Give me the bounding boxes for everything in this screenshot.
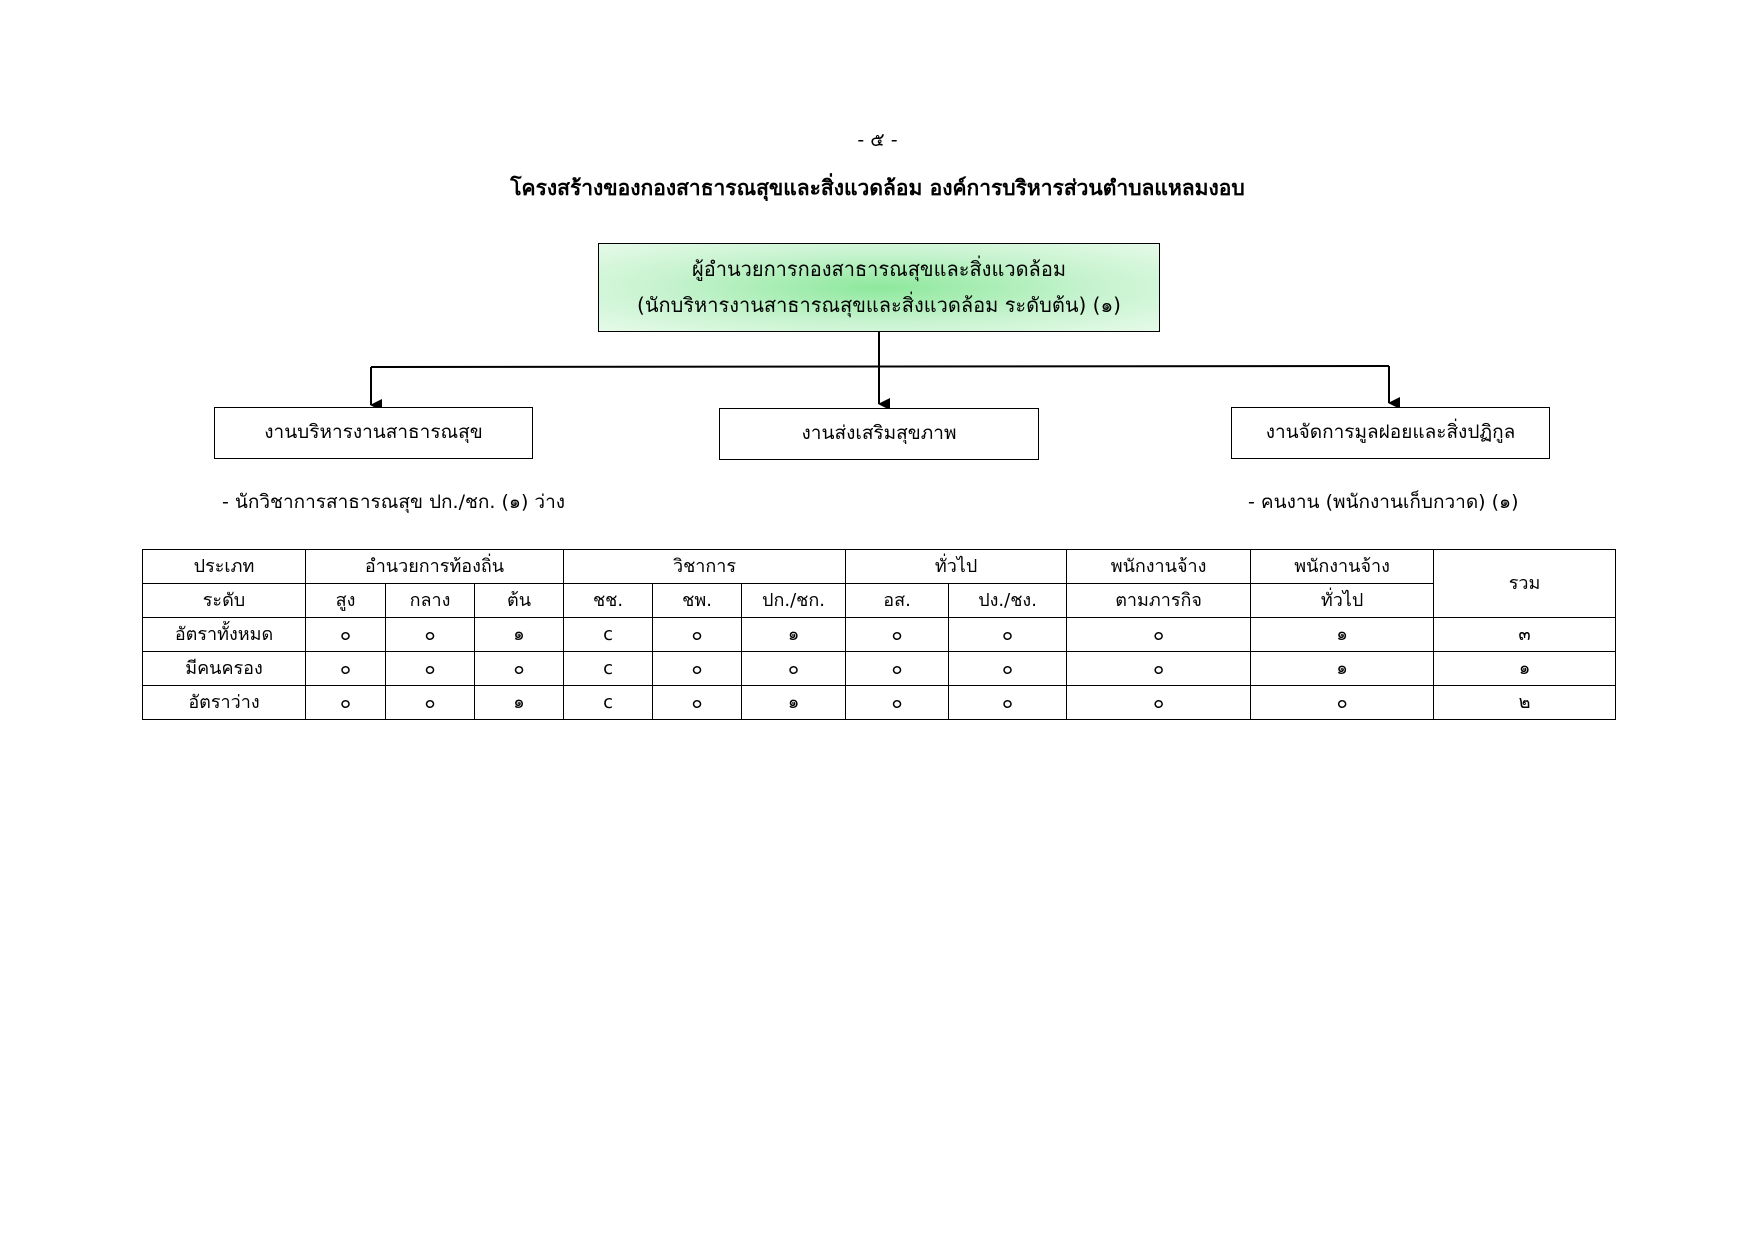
table-cell: ๐: [741, 651, 847, 686]
table-cell: ๑: [1250, 651, 1435, 686]
table-cell: ๐: [652, 685, 743, 720]
director-box: ผู้อำนวยการกองสาธารณสุขและสิ่งแวดล้อม (น…: [598, 243, 1160, 332]
table-cell: ๐: [1066, 685, 1252, 720]
table-cell: ๐: [845, 651, 950, 686]
group-local-director: อำนวยการท้องถิ่น: [304, 549, 565, 584]
group-general-employee: พนักงานจ้าง: [1250, 549, 1435, 584]
table-cell: ๐: [948, 651, 1068, 686]
level-initial: ต้น: [473, 583, 565, 618]
table-cell: ๒: [1433, 685, 1617, 720]
group-academic: วิชาการ: [563, 549, 847, 584]
level-pg-chg: ปง./ชง.: [948, 583, 1068, 618]
page-number: - ๕ -: [857, 129, 898, 151]
table-cell: ๐: [652, 617, 743, 652]
table-cell: ๑: [473, 617, 565, 652]
unit-health-promotion: งานส่งเสริมสุขภาพ: [719, 408, 1039, 460]
group-total: รวม: [1433, 549, 1617, 618]
table-cell: ๐: [385, 651, 475, 686]
table-row: มีคนครอง ๐ ๐ ๐ c ๐ ๐ ๐ ๐ ๐ ๑ ๑: [142, 651, 1617, 686]
table-cell: ๐: [1250, 685, 1435, 720]
director-title: ผู้อำนวยการกองสาธารณสุขและสิ่งแวดล้อม: [691, 257, 1067, 281]
director-position: (นักบริหารงานสาธารณสุขและสิ่งแวดล้อม ระด…: [637, 293, 1121, 317]
table-cell: ๓: [1433, 617, 1617, 652]
table-cell: c: [563, 651, 654, 686]
level-chp: ชพ.: [652, 583, 743, 618]
group-general: ทั่วไป: [845, 549, 1068, 584]
unit-waste-management: งานจัดการมูลฝอยและสิ่งปฏิกูล: [1231, 407, 1550, 459]
table-cell: ๐: [652, 651, 743, 686]
table-cell: ๐: [845, 685, 950, 720]
table-cell: ๑: [1433, 651, 1617, 686]
unit-public-health-admin: งานบริหารงานสาธารณสุข: [214, 407, 533, 459]
table-cell: ๐: [948, 617, 1068, 652]
staffing-table: ประเภท อำนวยการท้องถิ่น วิชาการ ทั่วไป พ…: [142, 549, 1617, 720]
table-row: อัตราว่าง ๐ ๐ ๑ c ๐ ๑ ๐ ๐ ๐ ๐ ๒: [142, 685, 1617, 720]
type-label: ประเภท: [142, 549, 306, 584]
table-level-row: ระดับ สูง กลาง ต้น ชช. ชพ. ปก./ชก. อส. ป…: [142, 583, 1616, 618]
table-cell: ๑: [1250, 617, 1435, 652]
staff-note-public-health: - นักวิชาการสาธารณสุข ปก./ชก. (๑) ว่าง: [222, 491, 566, 513]
level-os: อส.: [845, 583, 950, 618]
table-cell: ๐: [385, 685, 475, 720]
table-cell: ๐: [845, 617, 950, 652]
table-row: อัตราทั้งหมด ๐ ๐ ๑ c ๐ ๑ ๐ ๐ ๐ ๑ ๓: [142, 617, 1617, 652]
table-cell: c: [563, 617, 654, 652]
table-header-row: ประเภท อำนวยการท้องถิ่น วิชาการ ทั่วไป พ…: [142, 549, 1617, 618]
table-cell: ๐: [473, 651, 565, 686]
mission-employee-sub: ตามภารกิจ: [1066, 583, 1252, 618]
level-pk-chk: ปก./ชก.: [741, 583, 847, 618]
table-cell: ๑: [473, 685, 565, 720]
row-label: อัตราทั้งหมด: [142, 617, 306, 652]
row-label: มีคนครอง: [142, 651, 306, 686]
level-middle: กลาง: [385, 583, 475, 618]
table-cell: ๐: [305, 651, 386, 686]
table-cell: ๑: [741, 617, 847, 652]
row-label: อัตราว่าง: [142, 685, 306, 720]
group-mission-employee: พนักงานจ้าง: [1066, 549, 1252, 584]
general-employee-sub: ทั่วไป: [1250, 583, 1435, 618]
table-cell: ๐: [385, 617, 475, 652]
table-cell: ๑: [741, 685, 847, 720]
table-cell: c: [563, 685, 654, 720]
page-title: โครงสร้างของกองสาธารณสุขและสิ่งแวดล้อม อ…: [510, 176, 1245, 200]
level-high: สูง: [305, 583, 386, 618]
level-label: ระดับ: [142, 583, 306, 618]
staff-note-waste-management: - คนงาน (พนักงานเก็บกวาด) (๑): [1248, 491, 1519, 513]
table-cell: ๐: [305, 685, 386, 720]
table-cell: ๐: [1066, 617, 1252, 652]
table-cell: ๐: [948, 685, 1068, 720]
level-chch: ชช.: [563, 583, 654, 618]
table-cell: ๐: [305, 617, 386, 652]
table-cell: ๐: [1066, 651, 1252, 686]
